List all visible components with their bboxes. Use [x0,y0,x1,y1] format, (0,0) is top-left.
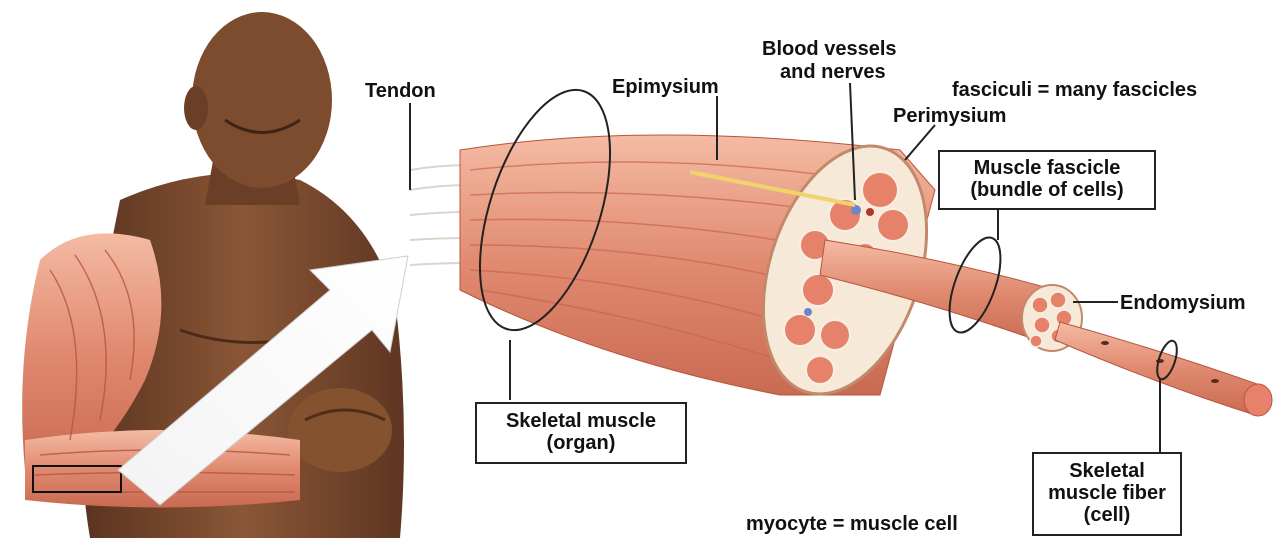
skeletal-fiber-box-line1: Skeletal [1034,460,1180,482]
skeletal-fiber-box-line2: muscle fiber [1034,482,1180,504]
ear [184,86,208,130]
skeletal-fiber-box-line3: (cell) [1034,504,1180,526]
myocyte-note: myocyte = muscle cell [746,513,958,535]
muscle-fascicle-box-line2: (bundle of cells) [940,179,1154,201]
perimysium-label: Perimysium [893,105,1006,127]
skeletal-muscle-fiber-box: Skeletal muscle fiber (cell) [1032,452,1182,536]
fist [288,388,392,472]
blood-vessels-label-line1: Blood vessels [762,38,897,60]
skeletal-muscle-box-line2: (organ) [477,432,685,454]
endomysium-label: Endomysium [1120,292,1246,314]
muscle-fascicle-box-line1: Muscle fascicle [940,157,1154,179]
muscle-fascicle-box: Muscle fascicle (bundle of cells) [938,150,1156,210]
fasciculi-note: fasciculi = many fascicles [952,79,1197,101]
muscle-fiber [1055,322,1272,416]
head [192,12,332,188]
skeletal-muscle-box-line1: Skeletal muscle [477,410,685,432]
skeletal-muscle-box: Skeletal muscle (organ) [475,402,687,464]
blood-vessels-label-line2: and nerves [780,61,886,83]
perimysium-leader [905,125,935,160]
epimysium-label: Epimysium [612,76,719,98]
tendon-label: Tendon [365,80,436,102]
